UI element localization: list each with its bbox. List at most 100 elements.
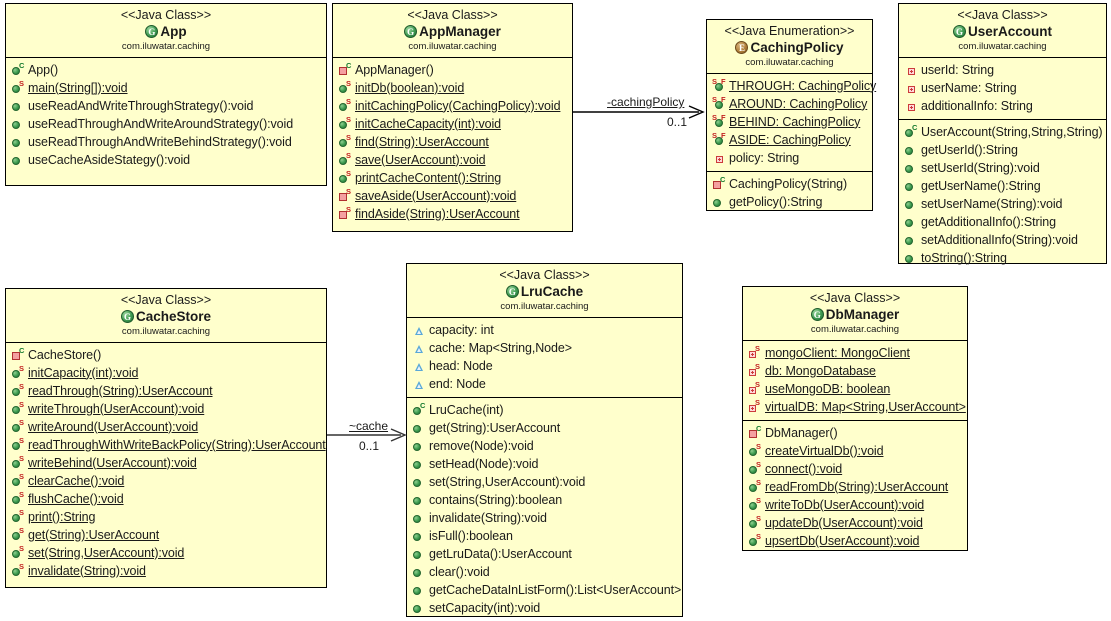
member-row[interactable]: getUserName():String: [903, 177, 1102, 195]
member-row[interactable]: setAdditionalInfo(String):void: [903, 231, 1102, 249]
member-row[interactable]: setUserId(String):void: [903, 159, 1102, 177]
member-row[interactable]: setUserName(String):void: [903, 195, 1102, 213]
member-row[interactable]: invalidate(String):void: [411, 509, 678, 527]
member-row[interactable]: useReadAndWriteThroughStrategy():void: [10, 97, 322, 115]
member-row[interactable]: getCacheDataInListForm():List<UserAccoun…: [411, 581, 681, 599]
member-row[interactable]: useReadThroughAndWriteAroundStrategy():v…: [10, 115, 322, 133]
member-row[interactable]: clear():void: [411, 563, 678, 581]
association-cache[interactable]: [327, 424, 409, 446]
member-row[interactable]: getUserId():String: [903, 141, 1102, 159]
stereotype-label: <<Java Class>>: [120, 293, 212, 307]
public-static-method-icon: S: [10, 527, 27, 542]
member-row[interactable]: useReadThroughAndWriteBehindStrategy():v…: [10, 133, 322, 151]
public-static-method-icon: S: [10, 509, 27, 524]
member-row[interactable]: additionalInfo: String: [903, 97, 1102, 115]
member-row[interactable]: isFull():boolean: [411, 527, 678, 545]
package-label: com.iluwatar.caching: [121, 40, 211, 52]
public-method-icon: [411, 583, 428, 597]
member-row[interactable]: userId: String: [903, 61, 1102, 79]
member-row[interactable]: toString():String: [903, 249, 1102, 267]
member-row[interactable]: getPolicy():String: [711, 193, 868, 211]
association-caching-policy[interactable]: [573, 98, 707, 120]
member-row[interactable]: useCacheAsideStategy():void: [10, 151, 322, 169]
member-row[interactable]: head: Node: [411, 357, 678, 375]
member-row[interactable]: setCapacity(int):void: [411, 599, 678, 617]
member-row[interactable]: remove(Node):void: [411, 437, 678, 455]
member-row[interactable]: getLruData():UserAccount: [411, 545, 678, 563]
member-row[interactable]: userName: String: [903, 79, 1102, 97]
public-constructor-icon: C: [411, 402, 428, 417]
member-row[interactable]: get(String):UserAccount: [411, 419, 678, 437]
member-row[interactable]: policy: String: [711, 149, 868, 167]
member-row[interactable]: end: Node: [411, 375, 678, 393]
member-row[interactable]: setHead(Node):void: [411, 455, 678, 473]
member-row[interactable]: set(String,UserAccount):void: [411, 473, 678, 491]
public-method-icon: [411, 421, 428, 435]
member-row[interactable]: contains(String):boolean: [411, 491, 678, 509]
private-static-field-icon: S: [747, 363, 764, 378]
public-method-icon: [411, 565, 428, 579]
public-method-icon: [903, 197, 920, 211]
member-row[interactable]: cache: Map<String,Node>: [411, 339, 678, 357]
public-static-method-icon: S: [10, 401, 27, 416]
member-row[interactable]: capacity: int: [411, 321, 678, 339]
member-row[interactable]: getAdditionalInfo():String: [903, 213, 1102, 231]
public-static-method-icon: S: [747, 479, 764, 494]
